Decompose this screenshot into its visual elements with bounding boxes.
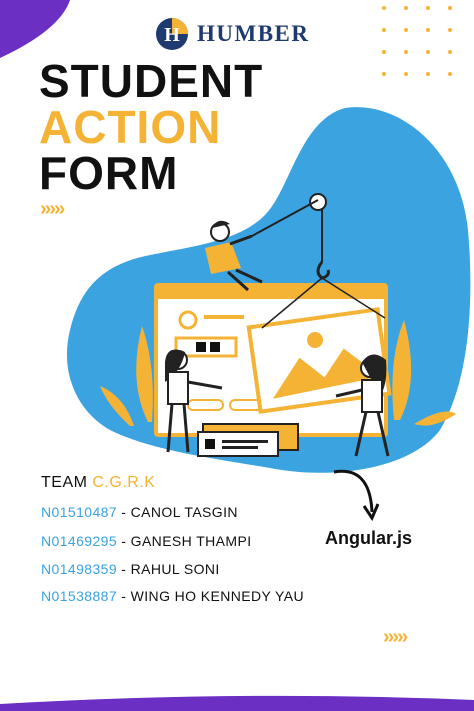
leaf-right-icon [392, 320, 456, 426]
curved-arrow-icon [333, 469, 380, 522]
team-member: N01510487 - CANOL TASGIN [41, 504, 238, 520]
chevrons-decoration-bottom: ››››› [383, 626, 408, 648]
title-line-form: FORM [39, 147, 179, 199]
dialog-card-icon [197, 423, 299, 457]
title-line-action: ACTION [39, 101, 222, 153]
brand-name: HUMBER [197, 21, 310, 46]
dot-grid-decoration [382, 6, 452, 76]
person-pulling-icon [205, 220, 263, 292]
person-right-icon [335, 354, 390, 457]
chevrons-decoration: ››››› [40, 198, 65, 220]
image-card-icon [246, 307, 392, 414]
title-line-student: STUDENT [39, 55, 264, 107]
team-member: N01498359 - RAHUL SONI [41, 561, 220, 577]
leaf-left-icon [100, 326, 153, 426]
team-name: C.G.R.K [92, 474, 156, 491]
framework-label: Angular.js [325, 528, 413, 548]
team-member: N01538887 - WING HO KENNEDY YAU [41, 588, 304, 604]
humber-logo: H HUMBER [155, 16, 310, 52]
person-left-icon [165, 349, 223, 453]
team-member: N01469295 - GANESH THAMPI [41, 533, 252, 549]
corner-decoration-top-left [0, 0, 70, 58]
team-heading: TEAM C.G.R.K [41, 474, 156, 491]
svg-text:H: H [164, 24, 180, 46]
humber-logo-icon: H [156, 18, 188, 50]
